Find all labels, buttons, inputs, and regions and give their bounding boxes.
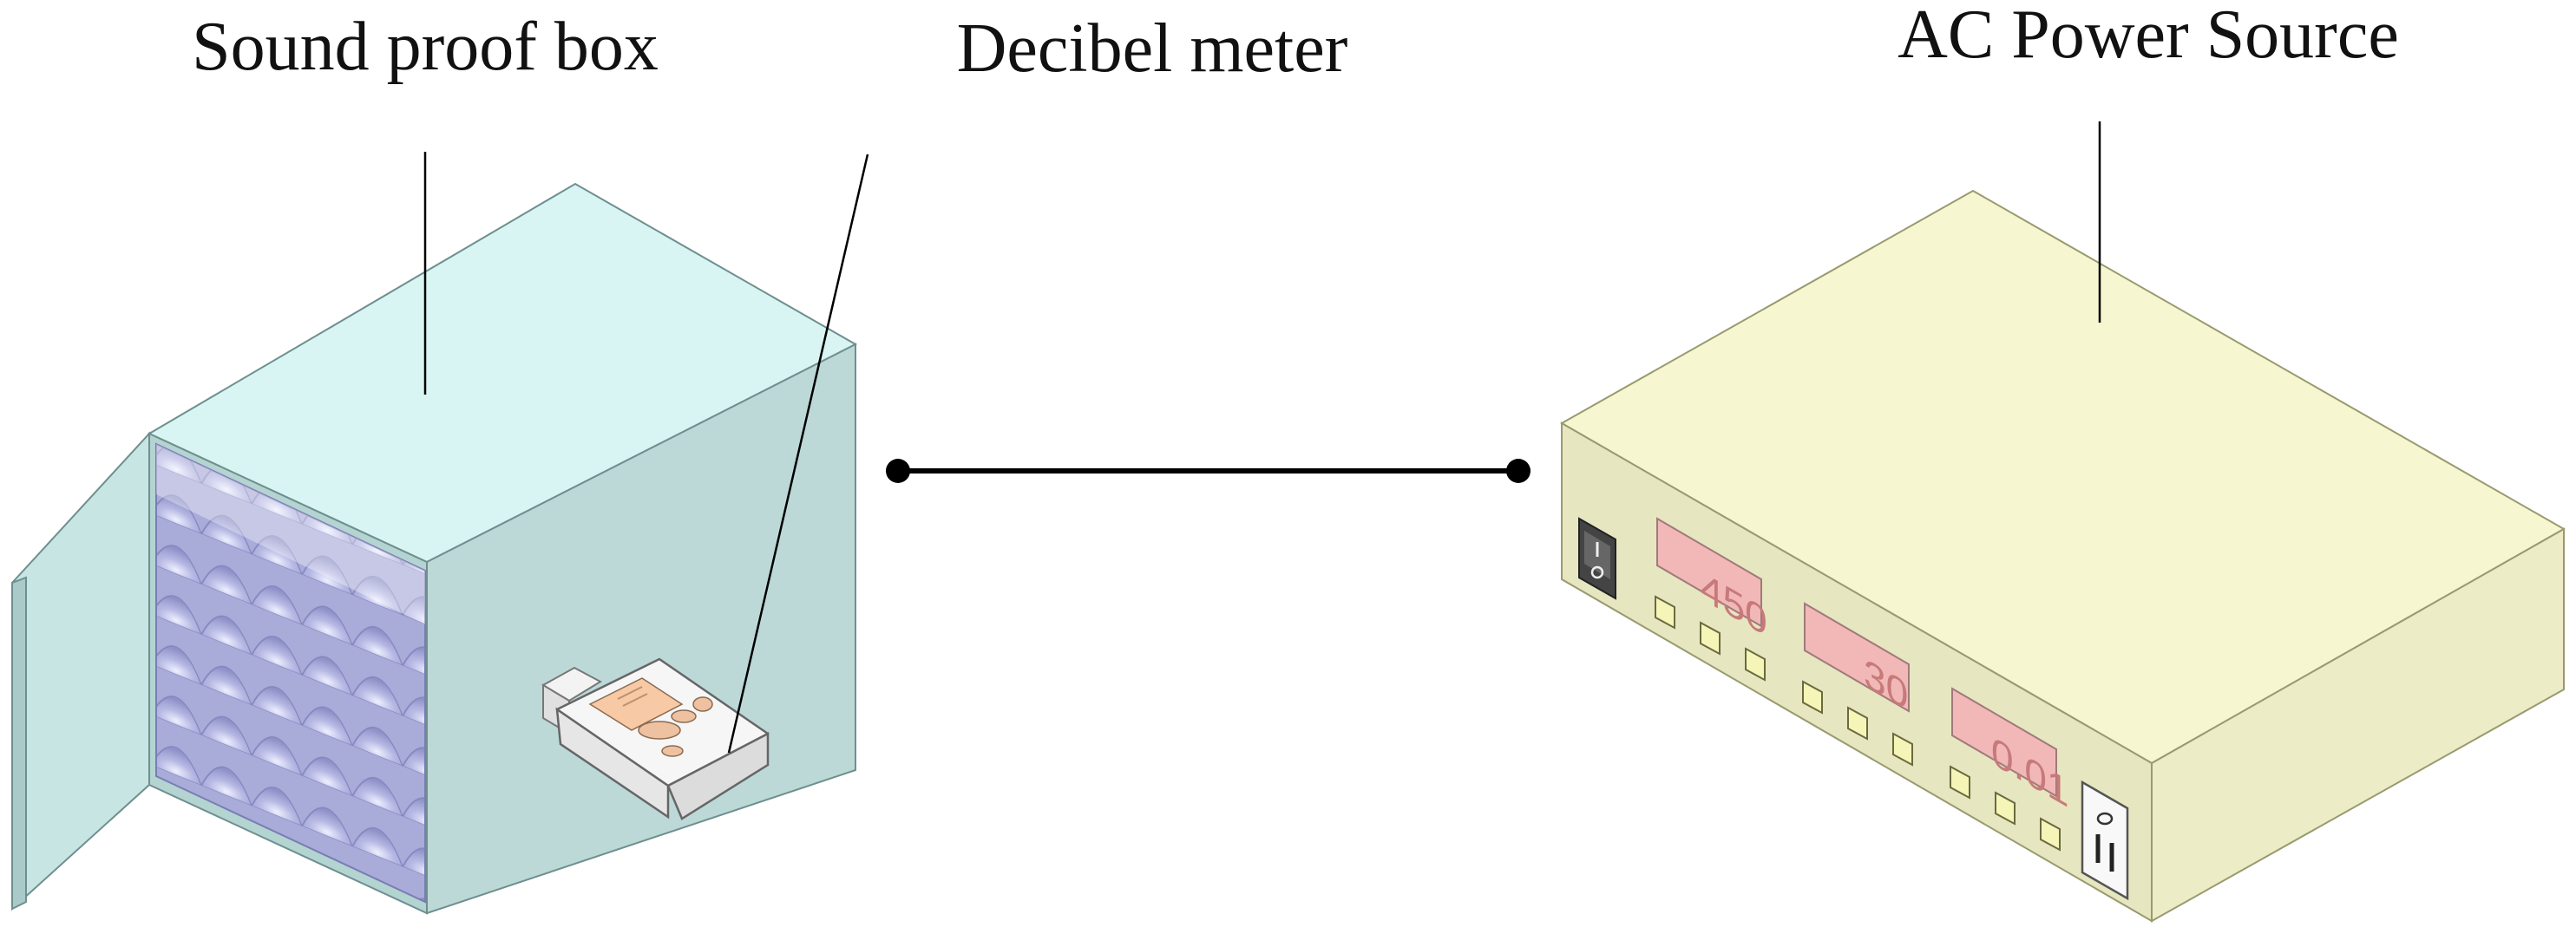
sound-proof-box bbox=[11, 182, 858, 915]
leader-lines bbox=[423, 121, 2101, 754]
panel-button bbox=[1995, 791, 2016, 826]
ac-power-source: 450 30 0.01 bbox=[1559, 189, 2566, 923]
label-ac-power-source: AC Power Source bbox=[1898, 0, 2399, 73]
meter-button bbox=[671, 709, 697, 723]
connector-dot-right bbox=[1506, 459, 1531, 483]
connector-dot-left bbox=[886, 459, 910, 483]
panel-button bbox=[1700, 621, 1721, 656]
panel-button bbox=[2040, 817, 2061, 852]
label-decibel-meter: Decibel meter bbox=[957, 10, 1348, 87]
decibel-meter bbox=[541, 657, 770, 820]
meter-button bbox=[661, 745, 684, 757]
meter-button bbox=[638, 721, 681, 740]
panel-button bbox=[1655, 595, 1675, 630]
panel-button bbox=[1745, 647, 1766, 682]
panel-button bbox=[1847, 706, 1868, 741]
box-door-edge bbox=[11, 576, 27, 911]
leader-line-meter bbox=[727, 153, 869, 754]
acoustic-foam-lining bbox=[155, 442, 426, 904]
box-door bbox=[11, 431, 150, 911]
panel-button bbox=[1892, 732, 1913, 767]
button-row-2 bbox=[1802, 680, 1913, 767]
panel-button bbox=[1802, 680, 1823, 715]
button-row-3 bbox=[1950, 765, 2061, 852]
meter-button bbox=[692, 696, 713, 712]
meter-screen bbox=[588, 677, 684, 731]
power-outlet-icon bbox=[2081, 780, 2129, 901]
button-row-1 bbox=[1655, 595, 1766, 682]
connection-cable bbox=[886, 459, 1531, 483]
panel-button bbox=[1950, 765, 1970, 800]
rocker-switch-icon bbox=[1578, 517, 1616, 600]
label-sound-proof-box: Sound proof box bbox=[192, 9, 659, 85]
